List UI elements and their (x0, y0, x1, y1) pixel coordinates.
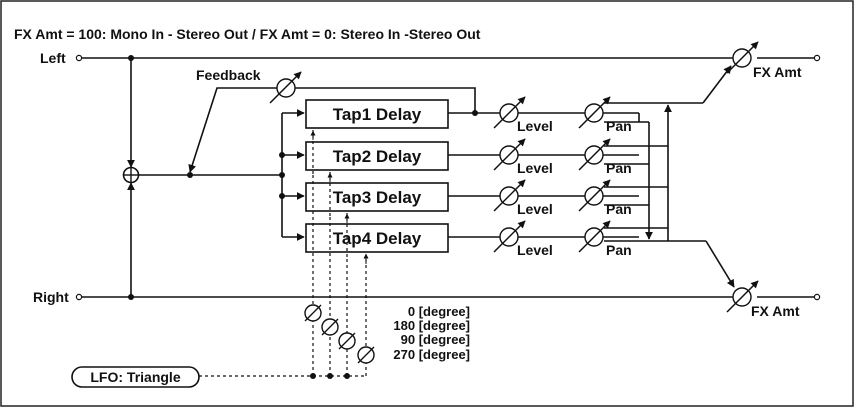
tap2-delay-label: Tap2 Delay (333, 147, 422, 166)
lfo-dot-3 (344, 373, 350, 379)
lfo-arrows (310, 130, 369, 264)
phase-knob-2 (321, 318, 339, 336)
summing-node (122, 166, 140, 184)
phase-label-2: 180 [degree] (393, 318, 470, 333)
tap2-level-knob (493, 138, 526, 171)
phase-knob-1 (304, 304, 322, 322)
tap1-delay-label: Tap1 Delay (333, 105, 422, 124)
diagram-title: FX Amt = 100: Mono In - Stereo Out / FX … (14, 26, 481, 42)
tap2-delay-box: Tap2 Delay (305, 141, 449, 171)
tap1-pan-label: Pan (606, 118, 632, 134)
feedback-knob (269, 71, 302, 104)
tap3-delay-box: Tap3 Delay (305, 182, 449, 212)
bus-dot-mixer (279, 172, 285, 178)
tap2-pan-knob (578, 138, 611, 171)
right-output-terminal (813, 293, 821, 301)
phase-knob-3 (338, 332, 356, 350)
tap1-delay-box: Tap1 Delay (305, 99, 449, 129)
tap4-pan-knob (578, 220, 611, 253)
left-output-terminal (813, 54, 821, 62)
tap2-pan-label: Pan (606, 160, 632, 176)
fx-amt-bottom-label: FX Amt (751, 303, 800, 319)
pan-split-lines (604, 102, 706, 242)
phase-label-1: 0 [degree] (408, 304, 470, 319)
left-sum-to-fx (702, 65, 732, 104)
fx-amt-top-label: FX Amt (753, 64, 802, 80)
tap4-delay-label: Tap4 Delay (333, 229, 422, 248)
tap1-level-label: Level (517, 118, 553, 134)
right-sum-to-fx (705, 240, 735, 288)
tap3-pan-knob (578, 179, 611, 212)
tap4-level-label: Level (517, 242, 553, 258)
right-input-label: Right (33, 289, 69, 305)
tap4-pan-label: Pan (606, 242, 632, 258)
lfo-source: LFO: Triangle (71, 366, 200, 388)
feedback-path (188, 87, 476, 173)
fx-amt-top-knob (726, 41, 759, 74)
right-input-terminal (75, 293, 83, 301)
tap4-level-knob (493, 220, 526, 253)
tap3-pan-label: Pan (606, 201, 632, 217)
phase-knob-4 (357, 346, 375, 364)
phase-label-3: 90 [degree] (401, 332, 470, 347)
left-input-terminal (75, 54, 83, 62)
feedback-junction-dot (187, 172, 193, 178)
tap2-level-label: Level (517, 160, 553, 176)
fx-amt-bottom-knob (726, 280, 759, 313)
feedback-label: Feedback (196, 67, 261, 83)
left-input-label: Left (40, 50, 66, 66)
tap3-delay-label: Tap3 Delay (333, 188, 422, 207)
lfo-dot-1 (310, 373, 316, 379)
lfo-dot-2 (327, 373, 333, 379)
tap1-level-knob (493, 96, 526, 129)
tap3-level-label: Level (517, 201, 553, 217)
tap4-delay-box: Tap4 Delay (305, 223, 449, 253)
lfo-label: LFO: Triangle (90, 369, 180, 385)
tap1-pan-knob (578, 96, 611, 129)
tap3-level-knob (493, 179, 526, 212)
phase-label-4: 270 [degree] (393, 347, 470, 362)
